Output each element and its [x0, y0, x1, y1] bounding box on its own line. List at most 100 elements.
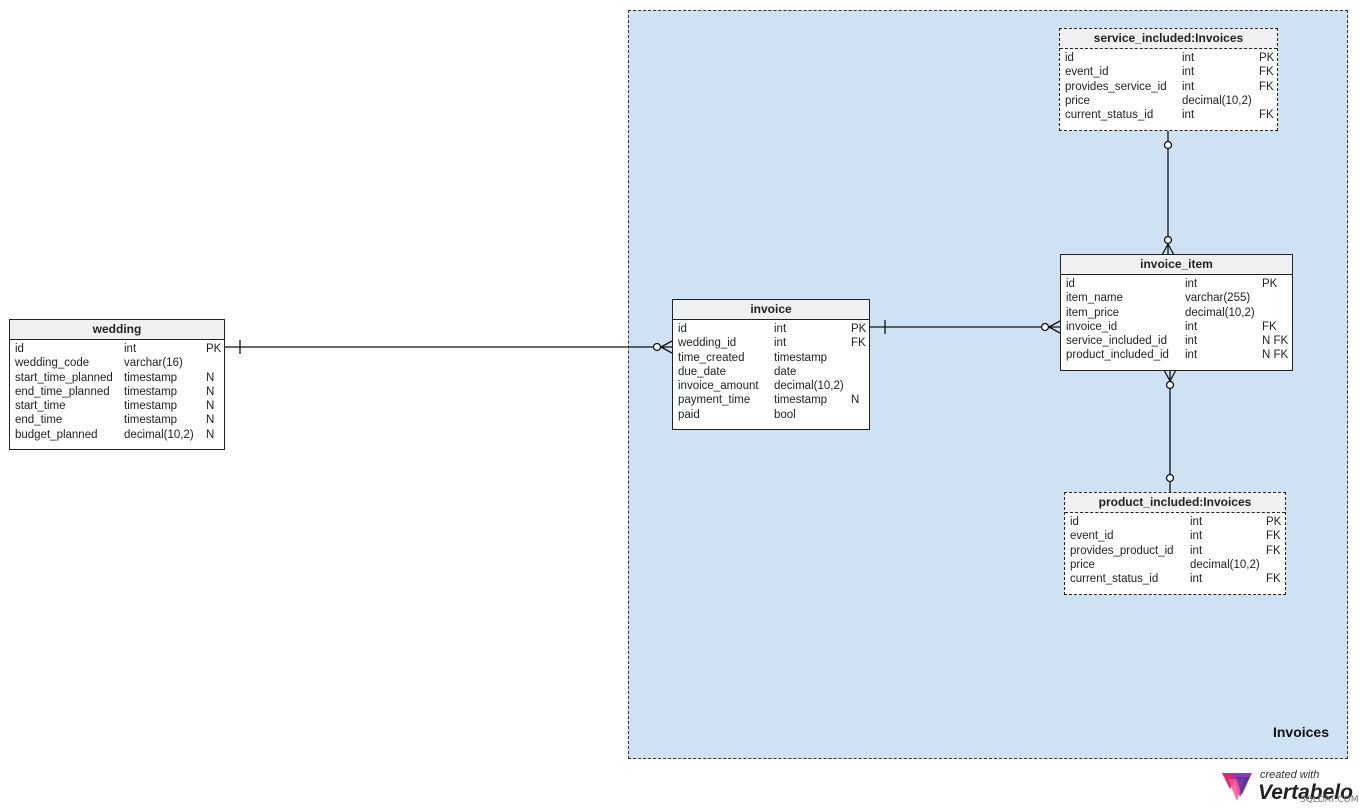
column-type: timestamp [774, 394, 828, 407]
column-name: price [1070, 558, 1095, 571]
column-row[interactable]: id int PK [1065, 515, 1285, 529]
column-flag: PK [851, 323, 867, 335]
subject-area-label: Invoices [1272, 724, 1329, 740]
table-header: product_included:Invoices [1065, 493, 1285, 513]
column-row[interactable]: price decimal(10,2) [1060, 94, 1277, 108]
column-flag: N [206, 414, 215, 427]
column-flag: PK [206, 343, 222, 355]
column-flag: FK [1259, 80, 1274, 93]
column-name: current_status_id [1070, 573, 1159, 586]
column-row[interactable]: provides_service_id int FK [1060, 80, 1277, 94]
column-name: end_time [15, 414, 63, 427]
column-name: start_time_planned [15, 371, 113, 384]
column-name: id [678, 323, 687, 335]
column-type: timestamp [774, 351, 828, 364]
column-flag: FK [1262, 320, 1277, 333]
column-type: int [1190, 573, 1203, 586]
column-flag: N FK [1262, 349, 1289, 362]
column-row[interactable]: end_time timestamp N [10, 413, 224, 427]
column-name: event_id [1065, 66, 1109, 79]
column-flag: N [206, 385, 215, 398]
column-name: wedding_id [678, 337, 737, 350]
column-type: int [124, 343, 137, 355]
column-type: decimal(10,2) [1182, 94, 1252, 107]
column-name: wedding_code [15, 357, 90, 370]
column-type: int [1182, 52, 1195, 64]
column-row[interactable]: payment_time timestamp N [673, 393, 869, 407]
column-type: int [1185, 349, 1198, 362]
column-type: int [1185, 278, 1198, 290]
column-type: timestamp [124, 400, 178, 413]
column-name: item_price [1066, 306, 1120, 319]
column-row[interactable]: item_name varchar(255) [1061, 291, 1292, 305]
column-row[interactable]: current_status_id int FK [1065, 572, 1285, 586]
table-header: wedding [10, 320, 224, 340]
column-type: int [1190, 544, 1203, 557]
column-type: int [1185, 335, 1198, 348]
column-name: end_time_planned [15, 385, 110, 398]
logo-created-with: created with [1260, 769, 1320, 781]
column-flag: PK [1259, 52, 1275, 64]
column-row[interactable]: invoice_amount decimal(10,2) [673, 379, 869, 393]
column-name: start_time [15, 400, 66, 413]
column-flag: N FK [1262, 335, 1289, 348]
column-type: timestamp [124, 414, 178, 427]
column-flag: PK [1266, 516, 1282, 528]
column-type: int [1190, 516, 1203, 528]
vertabelo-logo: created with Vertabelo [1220, 767, 1355, 807]
column-name: id [1070, 516, 1079, 528]
column-name: item_name [1066, 292, 1123, 305]
column-name: id [15, 343, 24, 355]
column-type: int [1185, 320, 1198, 333]
column-type: decimal(10,2) [774, 380, 844, 393]
column-name: product_included_id [1066, 349, 1169, 362]
column-flag: N [851, 394, 860, 407]
column-row[interactable]: product_included_id int N FK [1061, 348, 1292, 362]
column-name: provides_service_id [1065, 80, 1167, 93]
column-row[interactable]: id int PK [1060, 51, 1277, 65]
column-name: payment_time [678, 394, 751, 407]
column-type: int [1182, 109, 1195, 122]
column-row[interactable]: id int PK [10, 342, 224, 356]
column-name: due_date [678, 365, 726, 378]
table-header: service_included:Invoices [1060, 29, 1277, 49]
column-flag: FK [1266, 573, 1281, 586]
column-name: current_status_id [1065, 109, 1154, 122]
column-type: int [1182, 80, 1195, 93]
column-name: id [1065, 52, 1074, 64]
column-type: varchar(255) [1185, 292, 1251, 305]
column-flag: FK [1266, 530, 1281, 543]
column-name: price [1065, 94, 1090, 107]
logo-brand: Vertabelo [1258, 781, 1353, 804]
column-name: invoice_amount [678, 380, 759, 393]
column-type: bool [774, 408, 796, 421]
